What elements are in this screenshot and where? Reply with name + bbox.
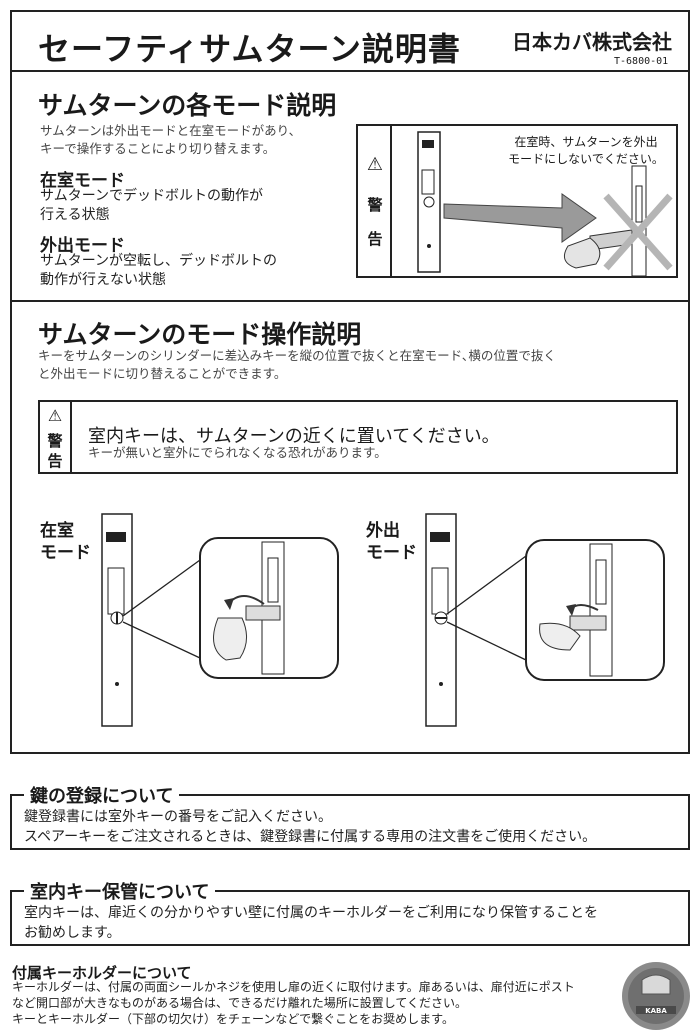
key-registration-title: 鍵の登録について [24, 782, 180, 808]
section1-intro-line2: キーで操作することにより切り替えます。 [40, 141, 276, 156]
warning-triangle-icon: ⚠ [366, 154, 384, 175]
key-holder-title: 付属キーホルダーについて [12, 964, 192, 982]
section1-warning-box: ⚠ 警 告 在室時、サムターンを外出 モードにしないでください。 [356, 124, 678, 278]
figure-home-line1: 在室 [40, 521, 74, 541]
key-holder-line1: キーホルダーは、付属の両面シールかネジを使用し扉の近くに取付けます。扉あるいは、… [12, 980, 575, 994]
key-registration-line2: スペアーキーをご注文されるときは、鍵登録書に付属する専用の注文書をご使用ください… [24, 829, 597, 845]
warning-note-line1: 在室時、サムターンを外出 [514, 135, 658, 149]
warning-label-bottom-2: 告 [47, 452, 63, 470]
warning-column-divider-2 [70, 402, 72, 472]
section1-warning-note: 在室時、サムターンを外出 モードにしないでください。 [498, 134, 674, 168]
key-holder-text: キーホルダーは、付属の両面シールかネジを使用し扉の近くに取付けます。扉あるいは、… [12, 979, 612, 1027]
figure-home-mode-label: 在室 モード [40, 520, 91, 564]
section1-title: サムターンの各モード説明 [38, 91, 337, 120]
away-mode-desc: サムターンが空転し、デッドボルトの 動作が行えない状態 [40, 252, 350, 290]
section2-intro: キーをサムターンのシリンダーに差込みキーを縦の位置で抜くと在室モード､横の位置で… [38, 347, 678, 383]
section2-warning-main: 室内キーは、サムターンの近くに置いてください。 [88, 426, 500, 447]
header-divider [10, 70, 690, 72]
indoor-key-line2: お勧めします。 [24, 925, 121, 941]
home-mode-label: 在室モード [40, 171, 125, 191]
warning-label-top: 警 [367, 196, 383, 214]
key-registration-box [10, 794, 690, 850]
figure-away-mode-label: 外出 モード [366, 520, 417, 564]
section-divider [10, 300, 690, 302]
section1-intro-line1: サムターンは外出モードと在室モードがあり、 [40, 123, 302, 138]
home-mode-illustration [101, 513, 339, 727]
indoor-key-text: 室内キーは、扉近くの分かりやすい壁に付属のキーホルダーをご利用になり保管すること… [24, 903, 684, 943]
indoor-key-title: 室内キー保管について [24, 878, 216, 904]
key-registration-line1: 鍵登録書には室外キーの番号をご記入ください。 [24, 809, 332, 825]
warning-note-line2: モードにしないでください。 [508, 152, 664, 166]
figure-away-line1: 外出 [366, 521, 400, 541]
section2-warning-box: ⚠ 警 告 室内キーは、サムターンの近くに置いてください。 キーが無いと室外にで… [38, 400, 678, 474]
warning-label-top-2: 警 [47, 432, 63, 450]
home-mode-desc: サムターンでデッドボルトの動作が 行える状態 [40, 187, 350, 225]
maker-name: 日本カバ株式会社 [512, 30, 672, 54]
instruction-frame [10, 10, 690, 754]
figure-home-line2: モード [40, 543, 91, 563]
section2-intro-line2: と外出モードに切り替えることができます。 [38, 366, 287, 381]
away-mode-illustration [425, 513, 665, 727]
away-mode-desc-line1: サムターンが空転し、デッドボルトの [40, 253, 278, 269]
key-holder-image: KABA [622, 962, 690, 1030]
key-holder-line3: キーとキーホルダー（下部の切欠け）をチェーンなどで繋ぐことをお奨めします。 [12, 1012, 454, 1026]
away-mode-desc-line2: 動作が行えない状態 [40, 272, 166, 288]
key-registration-text: 鍵登録書には室外キーの番号をご記入ください。 スペアーキーをご注文されるときは、… [24, 807, 684, 847]
key-holder-line2: など開口部が大きなものがある場合は、できるだけ離れた場所に設置してください。 [12, 996, 468, 1010]
warning-triangle-icon-2: ⚠ [47, 406, 63, 425]
document-number: T-6800-01 [614, 56, 669, 67]
indoor-key-line1: 室内キーは、扉近くの分かりやすい壁に付属のキーホルダーをご利用になり保管すること… [24, 905, 598, 921]
warning-illustration [417, 131, 673, 276]
home-mode-desc-line1: サムターンでデッドボルトの動作が [40, 188, 264, 204]
warning-label-bottom: 告 [367, 230, 383, 248]
section2-title: サムターンのモード操作説明 [38, 320, 362, 349]
indoor-key-box [10, 890, 690, 946]
figure-away-line2: モード [366, 543, 417, 563]
document-title: セーフティサムターン説明書 [38, 30, 461, 68]
kaba-logo-text: KABA [645, 1007, 667, 1015]
section2-intro-line1: キーをサムターンのシリンダーに差込みキーを縦の位置で抜くと在室モード､横の位置で… [38, 348, 556, 363]
warning-column-divider [390, 126, 392, 276]
away-mode-label: 外出モード [40, 236, 125, 256]
section2-warning-sub: キーが無いと室外にでられなくなる恐れがあります。 [88, 445, 387, 460]
section1-intro: サムターンは外出モードと在室モードがあり、 キーで操作することにより切り替えます… [40, 122, 350, 158]
home-mode-desc-line2: 行える状態 [40, 207, 110, 223]
